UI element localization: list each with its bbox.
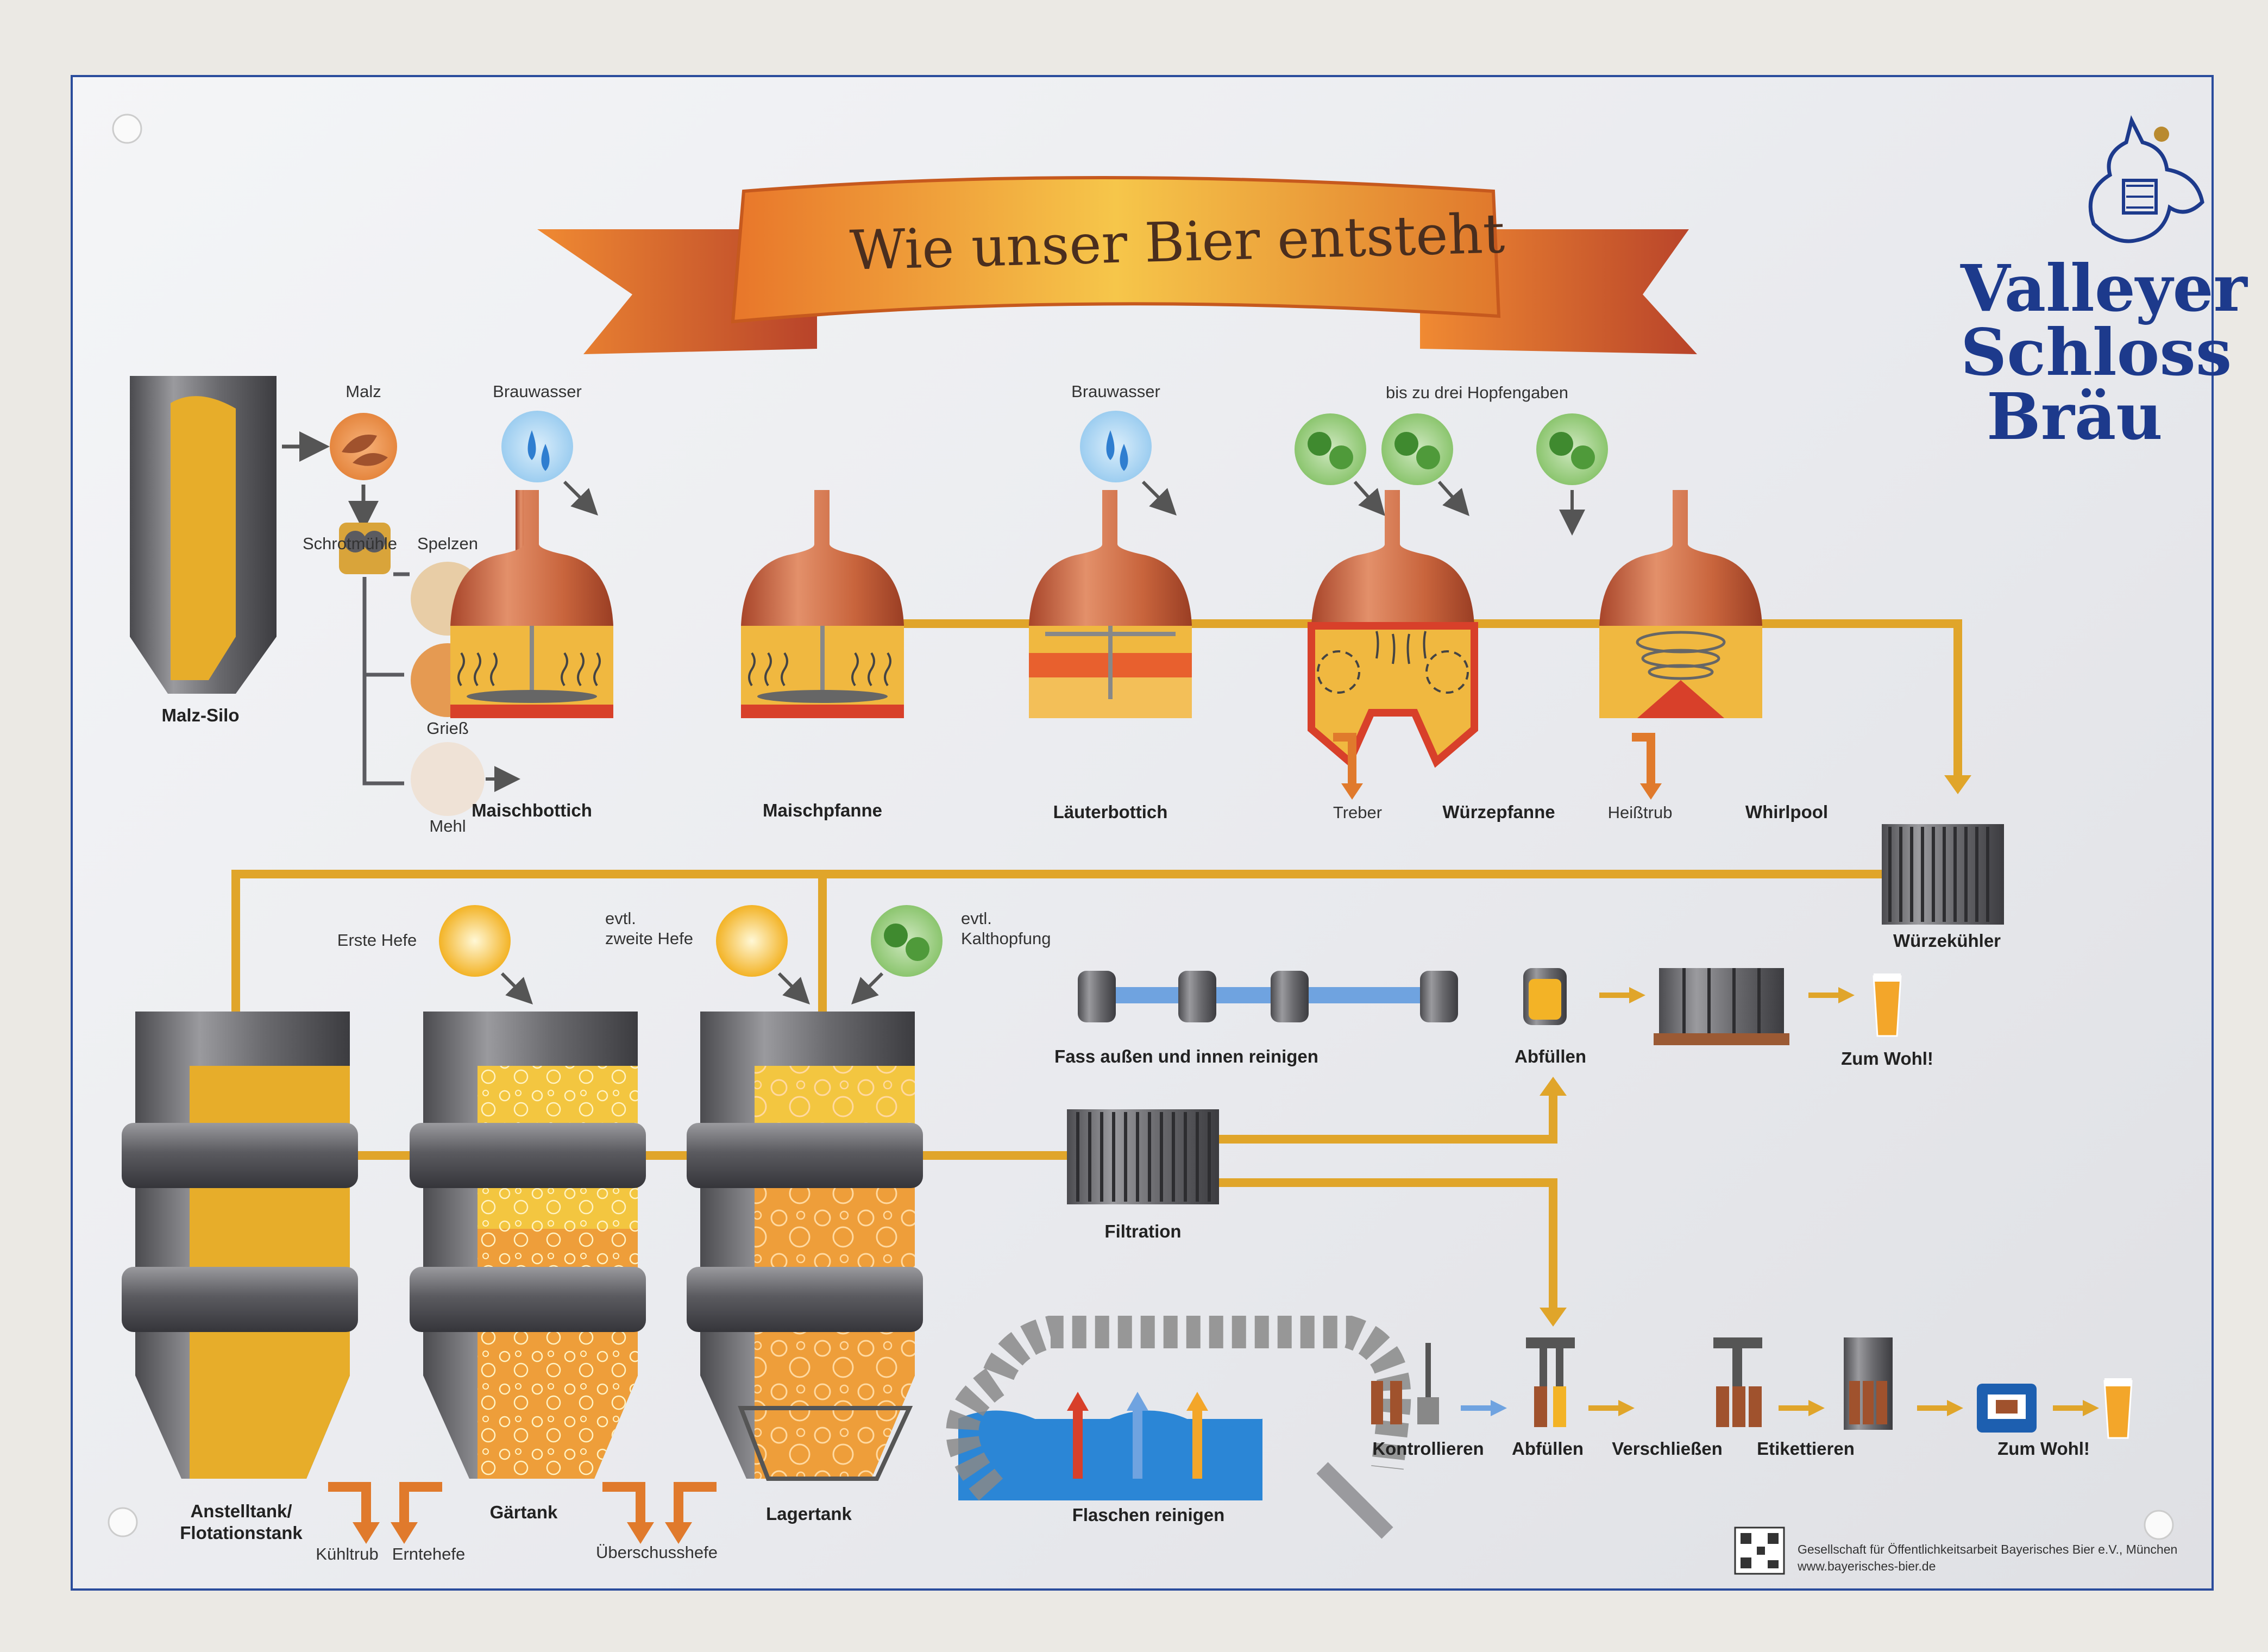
- label-kalthopfung-line-1: evtl.: [961, 909, 992, 928]
- label-heisstrub: Heißtrub: [1607, 803, 1673, 822]
- label-etikettieren: Etikettieren: [1757, 1439, 1855, 1459]
- anstelltank: [122, 1012, 358, 1479]
- label-spelzen: Spelzen: [417, 534, 479, 553]
- control-station-icon: [1371, 1343, 1439, 1424]
- keg-icon: [1178, 971, 1216, 1022]
- footer-line-1: Gesellschaft für Öffentlichkeitsarbeit B…: [1798, 1542, 2178, 1556]
- label-malz-silo: Malz-Silo: [161, 705, 240, 725]
- brand-line-2: Schloss: [1961, 315, 2232, 390]
- label-anstelltank-line-1: Anstelltank/: [190, 1501, 292, 1521]
- label-zum-wohl-1: Zum Wohl!: [1841, 1048, 1933, 1069]
- label-flaschen-reinigen: Flaschen reinigen: [1072, 1505, 1225, 1525]
- label-filtration: Filtration: [1104, 1221, 1182, 1241]
- label-brauwasser-1: Brauwasser: [493, 382, 582, 401]
- malz-silo: [130, 376, 277, 694]
- keg-icon: [1078, 971, 1116, 1022]
- label-gaertank: Gärtank: [489, 1502, 558, 1522]
- beer-glass-icon: [2103, 1378, 2133, 1439]
- footer-line-2: www.bayerisches-bier.de: [1798, 1559, 1936, 1574]
- yeast-icon: [439, 905, 511, 977]
- label-abfuellen-flasche: Abfüllen: [1512, 1439, 1584, 1459]
- label-laeuterbottich: Läuterbottich: [1053, 802, 1168, 822]
- label-zweite-hefe-line-2: zweite Hefe: [605, 929, 693, 949]
- brand-knight-logo: [2088, 115, 2204, 243]
- grist-mill-icon: [339, 523, 391, 574]
- label-wuerzekuehler: Würzekühler: [1893, 931, 2001, 951]
- label-wuerzepfanne: Würzepfanne: [1442, 802, 1555, 822]
- gaertank: [410, 1012, 646, 1479]
- title-banner: [537, 176, 1697, 354]
- keg-pallet-icon: [1654, 968, 1789, 1045]
- poster-board: Wie unser Bier entsteht Valleyer Schloss…: [71, 75, 2247, 1591]
- label-maischbottich: Maischbottich: [472, 800, 592, 820]
- beer-glass-icon: [1873, 973, 1902, 1037]
- brand-line-1: Valleyer: [1961, 250, 2247, 326]
- label-treber: Treber: [1333, 803, 1383, 822]
- hops-icon: [1381, 413, 1453, 485]
- yeast-icon: [716, 905, 788, 977]
- hops-icon: [871, 905, 943, 977]
- label-erste-hefe: Erste Hefe: [337, 931, 417, 950]
- label-schrotmuehle: Schrotmühle: [302, 534, 398, 553]
- label-kuehltrub: Kühltrub: [316, 1544, 379, 1563]
- label-kontrollieren: Kontrollieren: [1372, 1439, 1484, 1459]
- label-mehl: Mehl: [429, 816, 466, 836]
- keg-filling-icon: [1523, 968, 1567, 1025]
- qr-code: [1734, 1527, 1785, 1575]
- label-maischpfanne: Maischpfanne: [762, 800, 883, 820]
- filter: [1067, 1109, 1219, 1204]
- labeler-icon: [1844, 1337, 1893, 1430]
- brand-line-3: Bräu: [1986, 379, 2163, 454]
- footer-text: Gesellschaft für Öffentlichkeitsarbeit B…: [1798, 1541, 2177, 1575]
- label-malz: Malz: [345, 382, 381, 401]
- whirlpool-vessel: [1599, 490, 1762, 718]
- bottle-washer: [946, 1316, 1411, 1539]
- label-griess: Grieß: [426, 719, 469, 738]
- brand-wordmark: Valleyer Schloss Bräu: [1961, 250, 2247, 454]
- hops-icon: [1536, 413, 1608, 485]
- maischpfanne-vessel: [741, 490, 904, 718]
- bottle-filler-icon: [1526, 1337, 1575, 1427]
- label-ueberschusshefe: Überschusshefe: [595, 1543, 718, 1562]
- water-icon: [501, 411, 573, 482]
- label-zum-wohl-2: Zum Wohl!: [1997, 1439, 2090, 1459]
- label-hopfengaben: bis zu drei Hopfengaben: [1385, 383, 1569, 402]
- wort-cooler: [1882, 824, 2004, 925]
- maischbottich-vessel: [450, 490, 613, 718]
- label-anstelltank: Anstelltank/ Flotationstank: [180, 1500, 303, 1543]
- capper-icon: [1713, 1337, 1762, 1427]
- label-whirlpool: Whirlpool: [1745, 802, 1829, 822]
- beer-crate-icon: [1977, 1384, 2037, 1433]
- water-icon: [1080, 411, 1152, 482]
- flour-icon: [411, 742, 485, 816]
- process-diagram: [108, 114, 2204, 1575]
- hops-icon: [1295, 413, 1366, 485]
- wuerzepfanne-vessel: [1308, 490, 1478, 768]
- keg-icon: [1271, 971, 1309, 1022]
- label-lagertank: Lagertank: [766, 1504, 852, 1524]
- label-fass-reinigen: Fass außen und innen reinigen: [1054, 1046, 1318, 1066]
- label-zweite-hefe-line-1: evtl.: [605, 909, 636, 928]
- label-brauwasser-2: Brauwasser: [1071, 382, 1160, 401]
- keg-icon: [1420, 971, 1458, 1022]
- label-verschliessen: Verschließen: [1612, 1439, 1723, 1459]
- label-zweite-hefe: evtl. zweite Hefe: [605, 908, 693, 949]
- label-kalthopfung: evtl. Kalthopfung: [961, 908, 1051, 949]
- label-erntehefe: Erntehefe: [392, 1544, 466, 1563]
- label-abfuellen-fass: Abfüllen: [1515, 1046, 1586, 1066]
- label-anstelltank-line-2: Flotationstank: [180, 1522, 303, 1543]
- lagertank: [687, 1012, 923, 1481]
- laeuterbottich-vessel: [1029, 490, 1192, 718]
- label-kalthopfung-line-2: Kalthopfung: [961, 929, 1051, 949]
